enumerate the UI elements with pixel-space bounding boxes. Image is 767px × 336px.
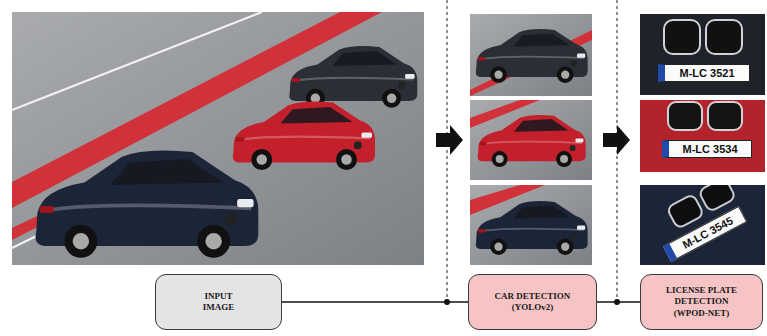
input-photo xyxy=(36,150,259,257)
car-crops xyxy=(470,30,592,96)
car-crops xyxy=(470,14,592,265)
separator-line xyxy=(447,0,617,302)
plate-crops xyxy=(640,100,765,172)
plate-crops xyxy=(668,102,702,130)
box-label: LICENSE PLATE DETECTION (WPOD-NET) xyxy=(659,285,745,319)
input-photo xyxy=(12,12,424,265)
input-photo xyxy=(233,102,375,171)
car-crops xyxy=(470,185,592,265)
plate-crops xyxy=(640,14,765,95)
process-box: LICENSE PLATE DETECTION (WPOD-NET) xyxy=(640,274,763,330)
flow-arrow xyxy=(436,125,630,155)
car-crops xyxy=(470,100,592,180)
box-label: INPUT IMAGE xyxy=(193,291,245,314)
car-crops xyxy=(478,115,586,167)
plate-crops xyxy=(664,20,700,54)
input-photo xyxy=(12,12,424,265)
car-crops xyxy=(470,14,592,96)
process-box: CAR DETECTION (YOLOv2) xyxy=(468,274,597,330)
plate-crops xyxy=(706,20,742,54)
separator-line xyxy=(447,0,448,302)
connector-line xyxy=(597,301,640,303)
input-box: INPUT IMAGE xyxy=(155,274,282,330)
car-crops xyxy=(476,201,588,255)
license-plate-text: M-LC 3534 xyxy=(662,140,752,158)
car-crops xyxy=(476,29,588,83)
car-crops xyxy=(470,185,592,265)
plate-crops xyxy=(708,102,742,130)
plate-crops xyxy=(640,14,765,265)
plate-crops xyxy=(698,185,736,212)
car-crops xyxy=(470,14,592,96)
connector-line xyxy=(282,301,468,303)
flow-arrow xyxy=(603,125,630,155)
flow-arrow xyxy=(436,125,463,155)
plate-crops xyxy=(640,185,765,265)
box-label: CAR DETECTION (YOLOv2) xyxy=(491,291,575,314)
car-crops xyxy=(470,100,592,180)
license-plate-text: M-LC 3521 xyxy=(658,64,750,82)
plate-crops xyxy=(666,194,704,229)
input-photo xyxy=(289,46,417,108)
